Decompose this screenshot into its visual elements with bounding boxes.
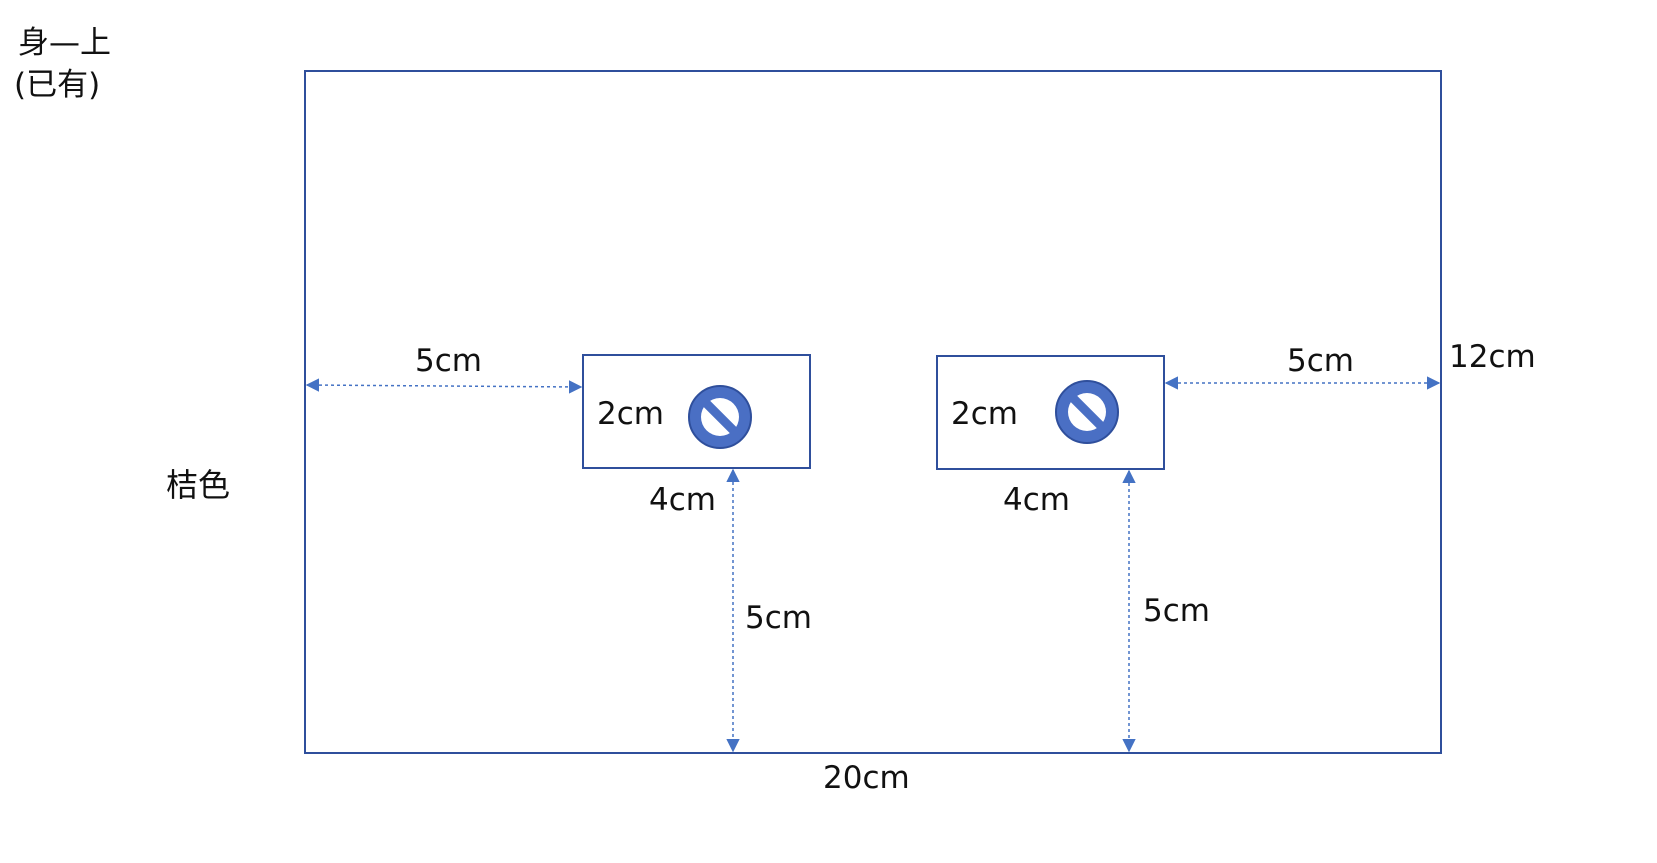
right-box: [936, 355, 1165, 470]
outer-height-label: 12cm: [1449, 339, 1536, 375]
right-gap-label: 5cm: [1287, 343, 1354, 379]
outer-width-label: 20cm: [823, 760, 910, 796]
title-line-1: 身—上: [18, 25, 111, 61]
side-label: 桔色: [166, 466, 230, 504]
left-box-width-label: 4cm: [649, 482, 716, 518]
right-box-height-label: 2cm: [951, 396, 1018, 432]
right-box-width-label: 4cm: [1003, 482, 1070, 518]
left-bottom-gap-label: 5cm: [745, 600, 812, 636]
left-box: [582, 354, 811, 469]
prohibited-icon: [688, 385, 752, 449]
prohibited-icon: [1055, 380, 1119, 444]
outer-panel: [304, 70, 1442, 754]
left-gap-label: 5cm: [415, 343, 482, 379]
left-gap-dimension-line: [305, 378, 583, 394]
right-bottom-gap-label: 5cm: [1143, 593, 1210, 629]
title-line-2: (已有): [14, 67, 100, 103]
left-box-height-label: 2cm: [597, 396, 664, 432]
